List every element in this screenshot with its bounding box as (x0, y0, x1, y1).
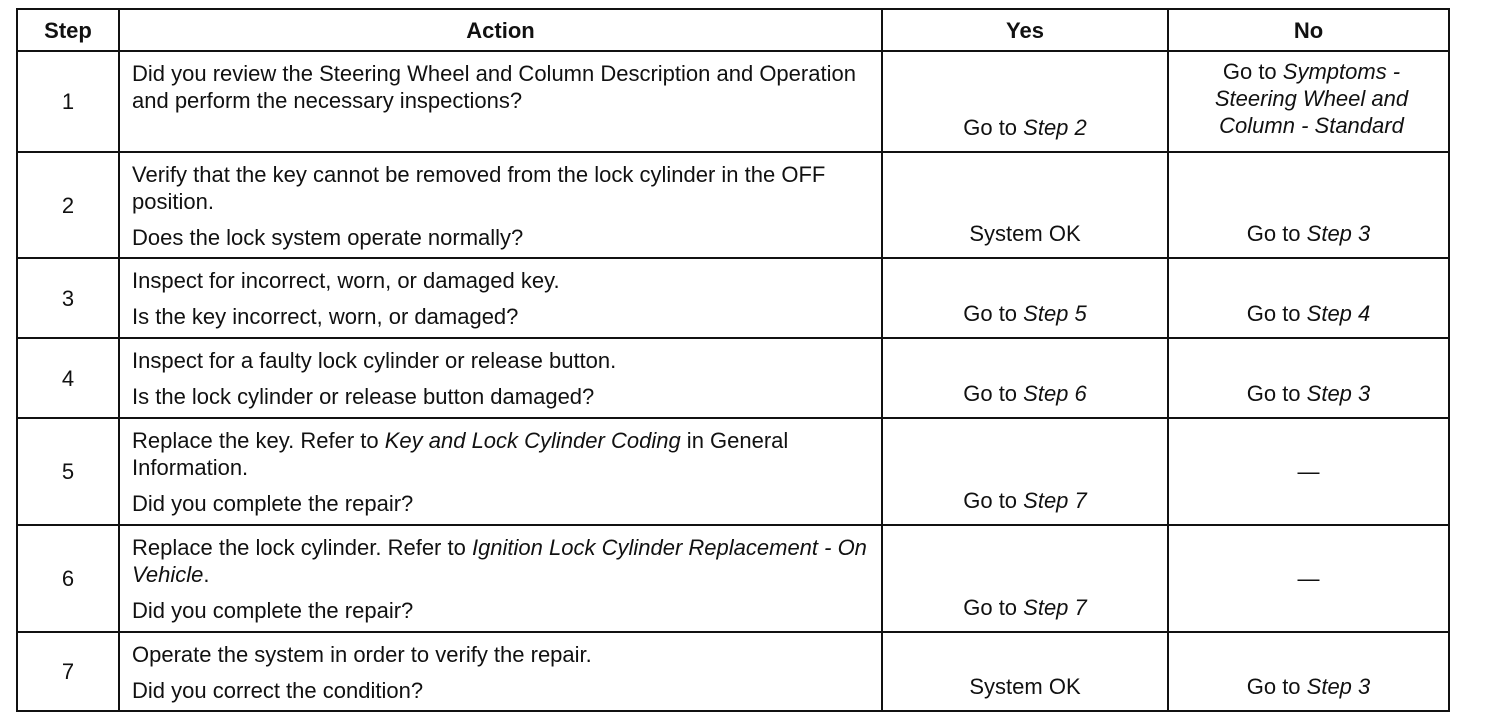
yes-cell: Go to Step 7 (881, 417, 1169, 526)
table-row: 7 Operate the system in order to verify … (16, 631, 1450, 712)
header-no: No (1167, 8, 1450, 52)
yes-step-link[interactable]: Step 7 (1023, 595, 1087, 620)
yes-cell: Go to Step 7 (881, 524, 1169, 633)
action-cell: Did you review the Steering Wheel and Co… (118, 50, 883, 153)
no-step-link[interactable]: Step 3 (1306, 221, 1371, 246)
table-header-row: Step Action Yes No (16, 8, 1450, 52)
yes-cell: System OK (881, 631, 1169, 712)
yes-cell: Go to Step 2 (881, 50, 1169, 153)
action-text-tail: . (203, 562, 210, 587)
action-question: Is the key incorrect, worn, or damaged? (132, 304, 519, 329)
yes-step-link[interactable]: Step 7 (1023, 488, 1087, 513)
no-prefix: Go to (1246, 674, 1307, 699)
diagnostic-table: Step Action Yes No 1 Did you review the … (16, 8, 1450, 712)
no-cell: Go to Step 3 (1167, 631, 1450, 712)
action-text: Verify that the key cannot be removed fr… (132, 162, 826, 214)
action-cell: Operate the system in order to verify th… (118, 631, 883, 712)
action-cell: Inspect for incorrect, worn, or damaged … (118, 257, 883, 339)
table-row: 1 Did you review the Steering Wheel and … (16, 50, 1450, 153)
table-row: 5 Replace the key. Refer to Key and Lock… (16, 417, 1450, 526)
no-cell: — (1167, 417, 1450, 526)
yes-cell: Go to Step 6 (881, 337, 1169, 419)
action-text-lead: Replace the key. Refer to (132, 428, 385, 453)
action-text: Inspect for incorrect, worn, or damaged … (132, 268, 560, 293)
action-text: Operate the system in order to verify th… (132, 642, 592, 667)
no-cell: Go to Symptoms - Steering Wheel and Colu… (1167, 50, 1450, 153)
yes-prefix: Go to (963, 115, 1024, 140)
no-prefix: Go to (1246, 301, 1307, 326)
action-cell: Verify that the key cannot be removed fr… (118, 151, 883, 259)
action-cell: Replace the lock cylinder. Refer to Igni… (118, 524, 883, 633)
no-prefix: Go to (1246, 221, 1307, 246)
action-text: Did you review the Steering Wheel and Co… (132, 61, 856, 113)
action-question: Did you complete the repair? (132, 598, 414, 623)
no-cell: Go to Step 3 (1167, 337, 1450, 419)
action-question: Did you correct the condition? (132, 678, 424, 703)
step-number: 5 (16, 417, 120, 526)
no-step-link[interactable]: Step 4 (1306, 301, 1371, 326)
step-number: 2 (16, 151, 120, 259)
action-reference-link[interactable]: Key and Lock Cylinder Coding (384, 428, 681, 453)
action-question: Does the lock system operate normally? (132, 225, 524, 250)
action-text: Inspect for a faulty lock cylinder or re… (132, 348, 617, 373)
no-cell: — (1167, 524, 1450, 633)
no-prefix: Go to (1222, 59, 1283, 84)
action-reference-link[interactable]: Ignition Lock Cylinder Replacement - On … (132, 535, 867, 587)
action-cell: Replace the key. Refer to Key and Lock C… (118, 417, 883, 526)
table-row: 2 Verify that the key cannot be removed … (16, 151, 1450, 259)
no-dash: — (1297, 566, 1320, 591)
action-question: Is the lock cylinder or release button d… (132, 384, 595, 409)
no-step-link[interactable]: Step 3 (1306, 381, 1371, 406)
header-yes: Yes (881, 8, 1169, 52)
step-number: 3 (16, 257, 120, 339)
table-row: 3 Inspect for incorrect, worn, or damage… (16, 257, 1450, 339)
table-row: 4 Inspect for a faulty lock cylinder or … (16, 337, 1450, 419)
yes-step-link[interactable]: Step 6 (1023, 381, 1087, 406)
yes-step-link[interactable]: Step 2 (1023, 115, 1087, 140)
step-number: 4 (16, 337, 120, 419)
yes-cell: System OK (881, 151, 1169, 259)
action-text: Replace the lock cylinder. Refer to Igni… (132, 534, 869, 588)
yes-step-link[interactable]: Step 5 (1023, 301, 1087, 326)
yes-prefix: Go to (963, 381, 1024, 406)
action-text-tail: in General Information. (132, 428, 789, 480)
step-number: 1 (16, 50, 120, 153)
no-cell: Go to Step 4 (1167, 257, 1450, 339)
no-step-link[interactable]: Step 3 (1306, 674, 1371, 699)
yes-prefix: Go to (963, 595, 1024, 620)
action-cell: Inspect for a faulty lock cylinder or re… (118, 337, 883, 419)
action-text-lead: Replace the lock cylinder. Refer to (132, 535, 472, 560)
header-step: Step (16, 8, 120, 52)
step-number: 6 (16, 524, 120, 633)
yes-cell: Go to Step 5 (881, 257, 1169, 339)
no-symptoms-link[interactable]: Symptoms - Steering Wheel and Column - S… (1214, 59, 1409, 138)
no-dash: — (1297, 459, 1320, 484)
yes-prefix: Go to (963, 301, 1024, 326)
header-action: Action (118, 8, 883, 52)
action-text: Replace the key. Refer to Key and Lock C… (132, 427, 869, 481)
yes-prefix: Go to (963, 488, 1024, 513)
no-cell: Go to Step 3 (1167, 151, 1450, 259)
no-prefix: Go to (1246, 381, 1307, 406)
action-question: Did you complete the repair? (132, 491, 414, 516)
table-row: 6 Replace the lock cylinder. Refer to Ig… (16, 524, 1450, 633)
step-number: 7 (16, 631, 120, 712)
